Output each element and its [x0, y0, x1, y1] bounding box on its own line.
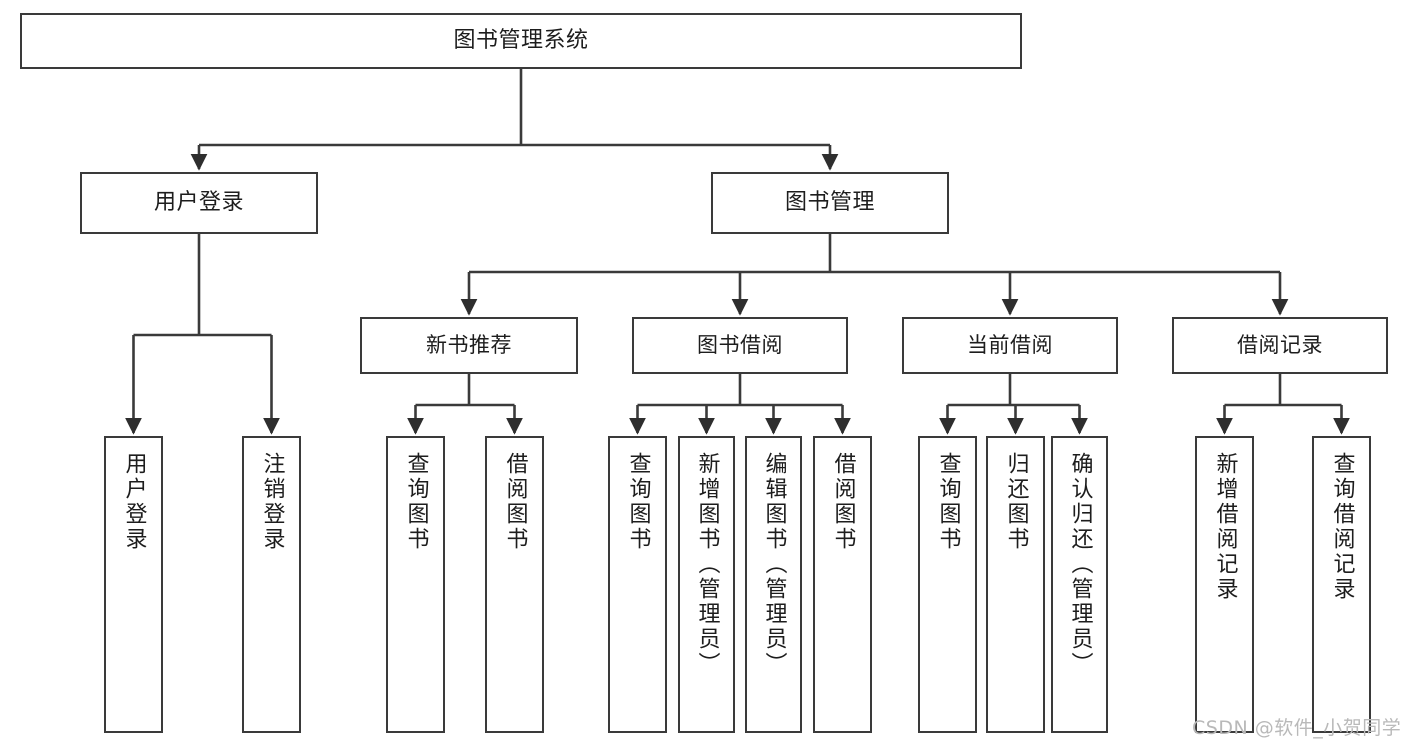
node-current-borrow-label: 当前借阅: [967, 332, 1053, 357]
leaf-add-book-label: 新增图书（管理员）: [694, 452, 720, 677]
leaf-query-borrow-record-label: 查询借阅记录: [1329, 452, 1355, 602]
leaf-user-login[interactable]: 用户登录: [104, 436, 163, 733]
leaf-query-book-1-label: 查询图书: [403, 452, 429, 552]
leaf-edit-book[interactable]: 编辑图书（管理员）: [745, 436, 802, 733]
leaf-query-book-3[interactable]: 查询图书: [918, 436, 977, 733]
leaf-return-book-label: 归还图书: [1003, 452, 1029, 552]
leaf-query-borrow-record[interactable]: 查询借阅记录: [1312, 436, 1371, 733]
leaf-query-book-3-label: 查询图书: [935, 452, 961, 552]
leaf-borrow-book-1-label: 借阅图书: [502, 452, 528, 552]
leaf-query-book-2-label: 查询图书: [625, 452, 651, 552]
node-book-borrow-label: 图书借阅: [697, 332, 783, 357]
leaf-borrow-book-2-label: 借阅图书: [830, 452, 856, 552]
leaf-add-book[interactable]: 新增图书（管理员）: [678, 436, 735, 733]
leaf-logout-label: 注销登录: [259, 452, 285, 552]
node-user-login[interactable]: 用户登录: [80, 172, 318, 234]
leaf-user-login-label: 用户登录: [121, 452, 147, 552]
leaf-return-book[interactable]: 归还图书: [986, 436, 1045, 733]
node-new-book-recommend[interactable]: 新书推荐: [360, 317, 578, 374]
node-borrow-record[interactable]: 借阅记录: [1172, 317, 1388, 374]
node-current-borrow[interactable]: 当前借阅: [902, 317, 1118, 374]
node-book-manage-label: 图书管理: [784, 189, 875, 215]
node-root[interactable]: 图书管理系统: [20, 13, 1022, 69]
leaf-add-borrow-record-label: 新增借阅记录: [1212, 452, 1238, 602]
node-borrow-record-label: 借阅记录: [1237, 332, 1323, 357]
leaf-borrow-book-1[interactable]: 借阅图书: [485, 436, 544, 733]
node-new-book-recommend-label: 新书推荐: [426, 332, 512, 357]
node-user-login-label: 用户登录: [153, 189, 244, 215]
leaf-query-book-1[interactable]: 查询图书: [386, 436, 445, 733]
csdn-watermark: CSDN @软件_小贺同学: [1192, 717, 1402, 739]
leaf-confirm-return[interactable]: 确认归还（管理员）: [1051, 436, 1108, 733]
leaf-add-borrow-record[interactable]: 新增借阅记录: [1195, 436, 1254, 733]
node-book-manage[interactable]: 图书管理: [711, 172, 949, 234]
node-book-borrow[interactable]: 图书借阅: [632, 317, 848, 374]
leaf-logout[interactable]: 注销登录: [242, 436, 301, 733]
leaf-borrow-book-2[interactable]: 借阅图书: [813, 436, 872, 733]
leaf-edit-book-label: 编辑图书（管理员）: [761, 452, 787, 677]
leaf-confirm-return-label: 确认归还（管理员）: [1067, 452, 1093, 677]
leaf-query-book-2[interactable]: 查询图书: [608, 436, 667, 733]
node-root-label: 图书管理系统: [453, 27, 589, 53]
